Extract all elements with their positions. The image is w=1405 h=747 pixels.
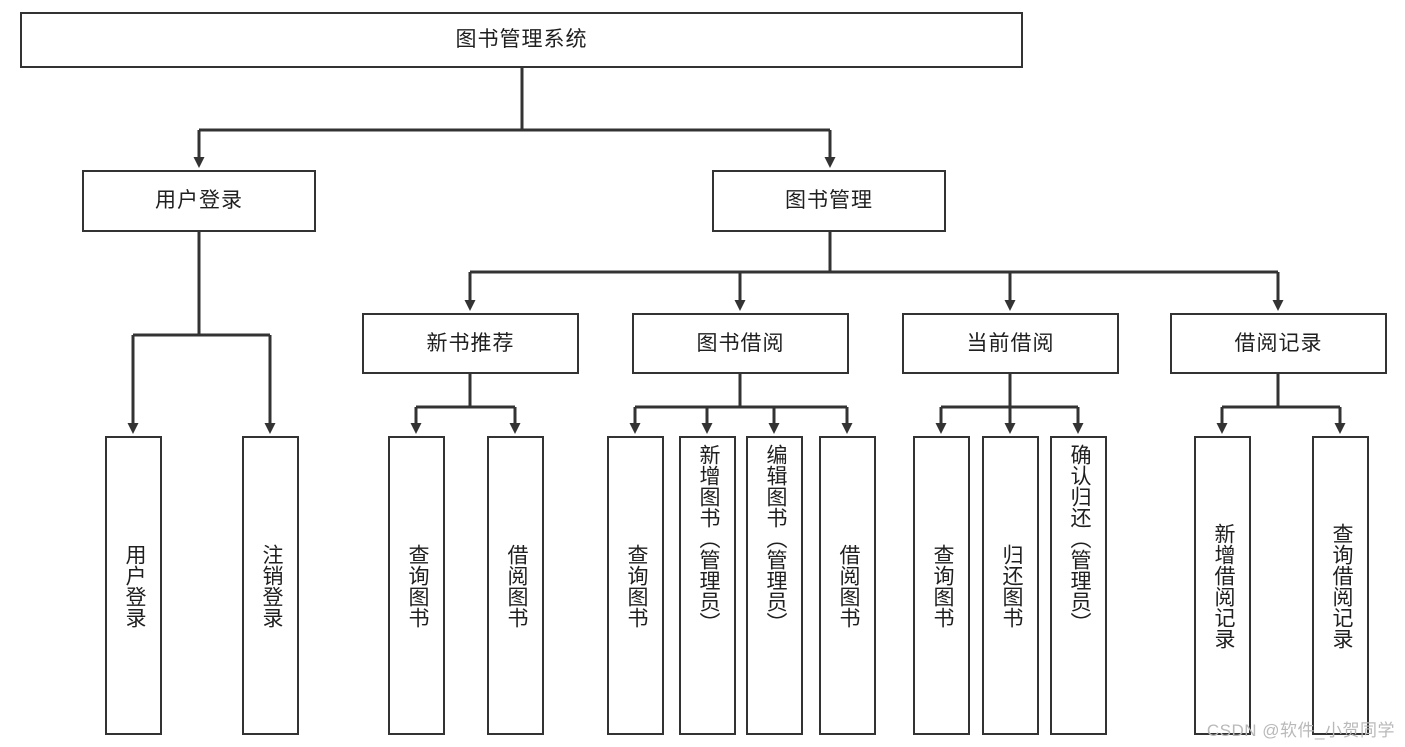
node-book-management[interactable]: 图书管理 bbox=[712, 170, 946, 232]
leaf-query-borrow-record[interactable]: 查询借阅记录 bbox=[1312, 436, 1369, 735]
node-label: 新增借阅记录 bbox=[1211, 522, 1235, 649]
watermark: CSDN @软件_小贺同学 bbox=[1206, 721, 1395, 740]
leaf-add-borrow-record[interactable]: 新增借阅记录 bbox=[1194, 436, 1251, 735]
leaf-borrow-book-new[interactable]: 借阅图书 bbox=[487, 436, 544, 735]
node-label: 用户登录 bbox=[122, 543, 146, 628]
leaf-edit-book-admin[interactable]: 编辑图书（管理员） bbox=[746, 436, 803, 735]
leaf-user-login[interactable]: 用户登录 bbox=[105, 436, 162, 735]
node-label: 图书管理系统 bbox=[455, 28, 588, 52]
node-label: 新书推荐 bbox=[426, 331, 515, 355]
leaf-add-book-admin[interactable]: 新增图书（管理员） bbox=[679, 436, 736, 735]
node-label: 确认归还（管理员） bbox=[1067, 444, 1091, 633]
node-borrow-record[interactable]: 借阅记录 bbox=[1170, 313, 1387, 374]
leaf-confirm-return-admin[interactable]: 确认归还（管理员） bbox=[1050, 436, 1107, 735]
node-label: 图书借阅 bbox=[696, 331, 785, 355]
node-label: 借阅图书 bbox=[504, 543, 528, 628]
leaf-return-book[interactable]: 归还图书 bbox=[982, 436, 1039, 735]
leaf-query-book-new[interactable]: 查询图书 bbox=[388, 436, 445, 735]
node-book-borrow[interactable]: 图书借阅 bbox=[632, 313, 849, 374]
node-label: 查询借阅记录 bbox=[1329, 522, 1353, 649]
node-label: 当前借阅 bbox=[966, 331, 1055, 355]
node-label: 借阅记录 bbox=[1234, 331, 1323, 355]
node-current-borrow[interactable]: 当前借阅 bbox=[902, 313, 1119, 374]
node-label: 查询图书 bbox=[405, 543, 429, 628]
node-label: 编辑图书（管理员） bbox=[763, 444, 787, 633]
node-new-book-recommend[interactable]: 新书推荐 bbox=[362, 313, 579, 374]
node-label: 归还图书 bbox=[999, 543, 1023, 628]
node-label: 用户登录 bbox=[155, 189, 243, 213]
node-label: 新增图书（管理员） bbox=[696, 444, 720, 633]
node-user-login[interactable]: 用户登录 bbox=[82, 170, 316, 232]
node-label: 注销登录 bbox=[259, 543, 283, 628]
node-label: 查询图书 bbox=[930, 543, 954, 628]
leaf-borrow-book[interactable]: 借阅图书 bbox=[819, 436, 876, 735]
leaf-logout-login[interactable]: 注销登录 bbox=[242, 436, 299, 735]
node-label: 借阅图书 bbox=[836, 543, 860, 628]
node-label: 查询图书 bbox=[624, 543, 648, 628]
node-root-system[interactable]: 图书管理系统 bbox=[20, 12, 1023, 68]
leaf-query-book-borrow[interactable]: 查询图书 bbox=[607, 436, 664, 735]
leaf-query-book-current[interactable]: 查询图书 bbox=[913, 436, 970, 735]
node-label: 图书管理 bbox=[785, 189, 873, 213]
